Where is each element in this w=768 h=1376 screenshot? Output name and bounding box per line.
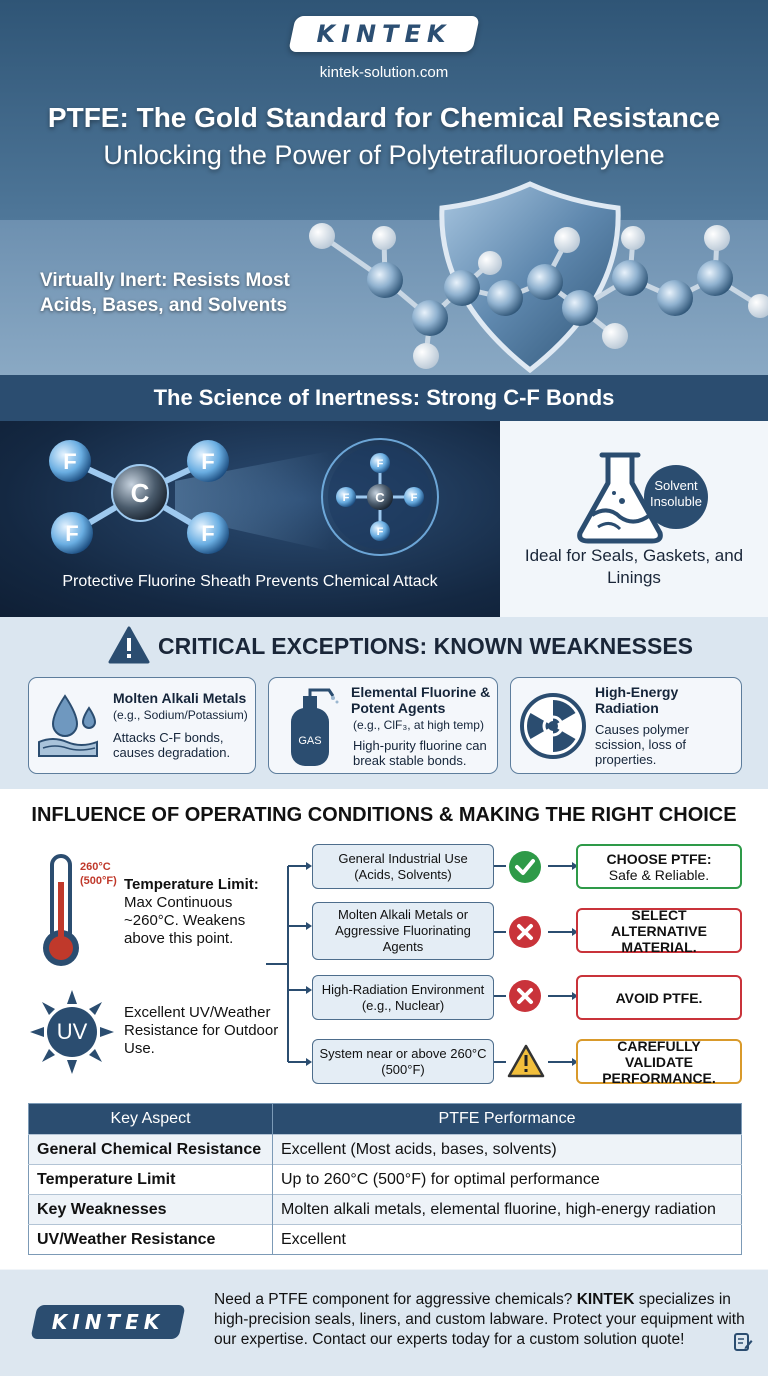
table-cell-value: Up to 260°C (500°F) for optimal performa… xyxy=(272,1164,742,1195)
fluorine-atom-label: F xyxy=(343,492,350,504)
temp-badge-celsius: 260°C xyxy=(80,861,111,873)
uv-sun-icon xyxy=(30,990,114,1074)
site-url[interactable]: kintek-solution.com xyxy=(319,64,449,81)
cross-icon xyxy=(509,980,541,1012)
carbon-atom-label: C xyxy=(375,490,385,505)
exception-head: High-Energy Radiation xyxy=(595,684,679,716)
summary-table: Key Aspect PTFE Performance General Chem… xyxy=(28,1103,742,1255)
check-icon xyxy=(509,851,541,883)
table-cell-value: Molten alkali metals, elemental fluorine… xyxy=(272,1194,742,1225)
temp-head: Temperature Limit: xyxy=(124,876,259,893)
exception-card-radiation: High-Energy Radiation Causes polymer sci… xyxy=(510,677,742,774)
hero-banner xyxy=(0,0,768,375)
fluorine-atom-label: F xyxy=(63,449,76,474)
warning-triangle-icon xyxy=(507,1044,545,1078)
table-row: General Chemical Resistance Excellent (M… xyxy=(28,1134,742,1165)
table-row: Key Weaknesses Molten alkali metals, ele… xyxy=(28,1194,742,1225)
exception-body: Attacks C-F bonds, causes degradation. xyxy=(113,730,231,760)
page-title: PTFE: The Gold Standard for Chemical Res… xyxy=(47,102,721,133)
cross-icon xyxy=(509,916,541,948)
gas-cylinder-icon: GAS xyxy=(291,688,339,766)
table-header: Key Aspect xyxy=(28,1103,273,1135)
gas-label: GAS xyxy=(298,735,321,747)
decision-connectors xyxy=(266,862,578,1066)
condition-radiation: High-Radiation Environment (e.g., Nuclea… xyxy=(312,975,494,1020)
fluorine-atom-label: F xyxy=(377,526,384,538)
table-cell-key: Temperature Limit xyxy=(28,1164,273,1195)
fluorine-atom-label: F xyxy=(201,449,214,474)
cta-text-pre: Need a PTFE component for aggressive che… xyxy=(214,1291,577,1308)
result-label: CHOOSE PTFE: xyxy=(606,850,712,867)
table-cell-key: UV/Weather Resistance xyxy=(28,1224,273,1255)
header-logo[interactable]: KINTEK xyxy=(316,20,452,48)
droplet-icon xyxy=(38,694,98,757)
solvent-panel: Solvent Insoluble xyxy=(500,421,768,617)
exception-sub: (e.g., Sodium/Potassium) xyxy=(113,708,248,722)
carbon-atom-label: C xyxy=(131,478,150,508)
cta-brand: KINTEK xyxy=(576,1291,635,1308)
exception-head: Molten Alkali Metals xyxy=(113,690,247,706)
cf-bond-panel: C F F F F C F F F F xyxy=(0,421,500,617)
condition-temperature: System near or above 260°C (500°F) xyxy=(312,1039,494,1084)
temperature-limit: Temperature Limit: Max Continuous ~260°C… xyxy=(124,876,284,948)
science-heading: The Science of Inertness: Strong C-F Bon… xyxy=(0,375,768,421)
table-row: Temperature Limit Up to 260°C (500°F) fo… xyxy=(28,1164,742,1195)
temp-badge-fahrenheit: (500°F) xyxy=(80,875,117,887)
sheath-caption: Protective Fluorine Sheath Prevents Chem… xyxy=(62,573,438,590)
footer-cta: Need a PTFE component for aggressive che… xyxy=(214,1290,754,1350)
thermometer-icon xyxy=(43,854,79,966)
fluorine-atom-label: F xyxy=(65,521,78,546)
edit-note-icon[interactable] xyxy=(733,1332,753,1352)
table-cell-value: Excellent xyxy=(272,1224,742,1255)
condition-general: General Industrial Use (Acids, Solvents) xyxy=(312,844,494,889)
table-cell-value: Excellent (Most acids, bases, solvents) xyxy=(272,1134,742,1165)
radiation-icon xyxy=(520,693,586,759)
page-subtitle: Unlocking the Power of Polytetrafluoroet… xyxy=(103,140,665,170)
condition-alkali: Molten Alkali Metals or Aggressive Fluor… xyxy=(312,902,494,960)
cta-text-post: specializes in high-precision seals, lin… xyxy=(214,1291,745,1348)
fluorine-atom-label: F xyxy=(201,521,214,546)
fluorine-atom-label: F xyxy=(377,458,384,470)
flask-icon xyxy=(577,452,708,544)
exception-head: Elemental Fluorine & Potent Agents xyxy=(351,684,491,716)
result-avoid-ptfe: AVOID PTFE. xyxy=(576,975,742,1020)
result-choose-ptfe: CHOOSE PTFE: Safe & Reliable. xyxy=(576,844,742,889)
uv-label: UV xyxy=(56,1019,88,1044)
exception-body: Causes polymer scission, loss of propert… xyxy=(595,722,689,767)
table-cell-key: Key Weaknesses xyxy=(28,1194,273,1225)
cf-bond-illustration: C F F F F C F F F F xyxy=(49,438,439,556)
table-cell-key: General Chemical Resistance xyxy=(28,1134,273,1165)
exceptions-title: CRITICAL EXCEPTIONS: KNOWN WEAKNESSES xyxy=(158,633,693,659)
temp-badge: 260°C (500°F) xyxy=(80,860,117,888)
result-sub: Safe & Reliable. xyxy=(608,866,710,883)
table-row: UV/Weather Resistance Excellent xyxy=(28,1224,742,1255)
hero-tagline: Virtually Inert: Resists Most Acids, Bas… xyxy=(40,270,290,316)
footer-logo[interactable]: KINTEK xyxy=(51,1310,165,1334)
temp-body: Max Continuous ~260°C. Weakens above thi… xyxy=(124,894,246,947)
table-header-row: Key Aspect PTFE Performance xyxy=(28,1103,742,1135)
uv-resistance: Excellent UV/Weather Resistance for Outd… xyxy=(124,1004,279,1057)
ideal-uses: Ideal for Seals, Gaskets, and Linings xyxy=(524,546,744,587)
result-select-alternative: SELECT ALTERNATIVE MATERIAL. xyxy=(576,907,742,955)
conditions-title: INFLUENCE OF OPERATING CONDITIONS & MAKI… xyxy=(31,804,737,826)
exception-card-fluorine: GAS Elemental Fluorine & Potent Agents (… xyxy=(268,677,498,774)
table-header: PTFE Performance xyxy=(272,1103,742,1135)
solvent-badge: Solvent Insoluble xyxy=(649,478,703,509)
exception-sub: (e.g., ClF₃, at high temp) xyxy=(353,718,484,732)
fluorine-atom-label: F xyxy=(411,492,418,504)
exception-card-alkali: Molten Alkali Metals (e.g., Sodium/Potas… xyxy=(28,677,256,774)
warning-icon xyxy=(108,626,150,664)
molecule-shield-illustration xyxy=(309,181,768,374)
exception-body: High-purity fluorine can break stable bo… xyxy=(353,738,487,768)
result-validate: CAREFULLY VALIDATE PERFORMANCE. xyxy=(576,1038,742,1086)
